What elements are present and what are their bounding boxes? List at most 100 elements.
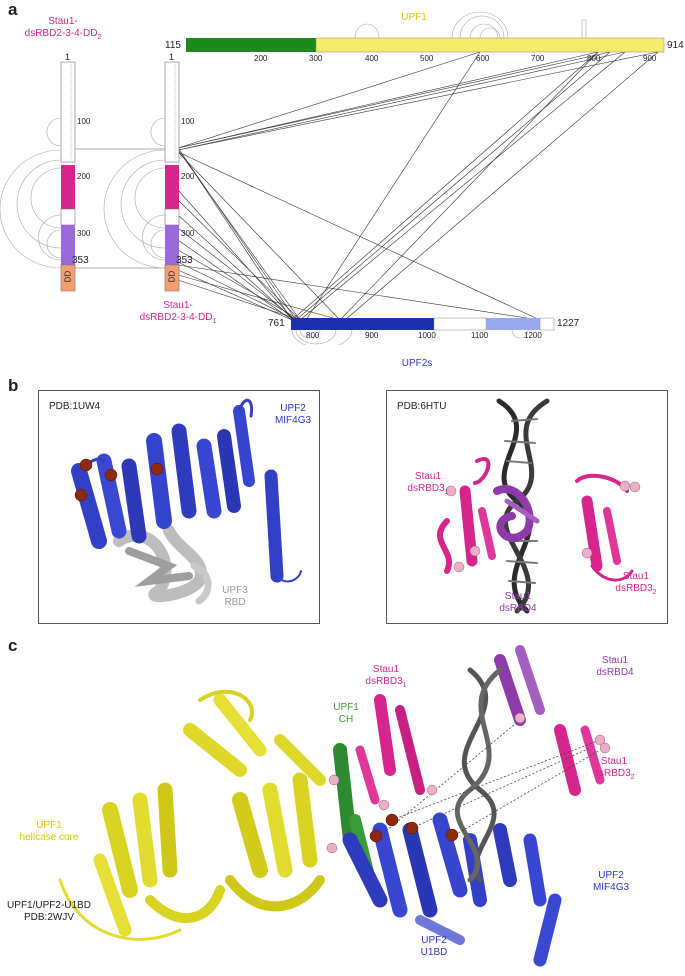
stau-top-label-text: dsRBD2-3-4-DD <box>24 28 98 39</box>
upf1-tick: 900 <box>643 54 657 63</box>
panel-c-structure <box>58 645 611 967</box>
crosslink-bead <box>369 829 383 843</box>
upf2-bar-light <box>486 318 540 330</box>
stau-left-tick: 100 <box>77 117 91 126</box>
pdb-6htu-box: PDB:6HTU <box>386 390 668 624</box>
upf2-end: 1227 <box>557 318 580 329</box>
crosslink-bead <box>599 742 611 754</box>
crosslink-bead <box>79 458 93 472</box>
crosslink-lines <box>177 51 659 321</box>
upf2-u1bd-line1: UPF2 <box>421 935 447 946</box>
complex-pdb-line1: UPF1/UPF2-U1BD <box>7 900 91 911</box>
stau-top-label-sub: 2 <box>97 34 102 41</box>
panel-b-letter: b <box>8 376 19 395</box>
stau-d31-c-text: dsRBD3 <box>365 676 403 687</box>
upf1-ticks: 200 300 400 500 600 700 800 900 <box>0 54 685 66</box>
upf3-rbd-line2: RBD <box>224 597 246 608</box>
upf1-start: 115 <box>165 40 181 51</box>
crosslink-bead <box>514 712 526 724</box>
stau-d32-b-line1: Stau1 <box>622 571 650 582</box>
stau-bottom-label-text: dsRBD2-3-4-DD <box>139 312 213 323</box>
stau-d32-b-line2: dsRBD32 <box>609 583 663 599</box>
upf1-tick: 700 <box>531 54 545 63</box>
upf1-bar-green <box>186 38 316 52</box>
dd-left-label: DD <box>63 270 73 283</box>
upf2-u1bd-line2: U1BD <box>420 947 448 958</box>
crosslink-bead <box>469 545 481 557</box>
stau-d32-c-text: dsRBD3 <box>593 768 631 779</box>
panel-c-letter: c <box>8 636 18 655</box>
stau-right-tick: 300 <box>181 229 195 238</box>
stau-left-tick: 200 <box>77 172 91 181</box>
stau-d32-b-sub: 2 <box>652 589 657 596</box>
crosslink-bead <box>150 462 164 476</box>
crosslink-bead <box>594 734 606 746</box>
stau-track-left <box>60 61 76 292</box>
stau-top-label-line2: dsRBD2-3-4-DD2 <box>8 28 118 44</box>
stau-d31-label-b: Stau1 dsRBD31 <box>401 471 455 499</box>
stau-d31-c-sub: 1 <box>402 682 407 689</box>
panel-a-letter: a <box>8 0 18 19</box>
stau-bottom-label-sub: 1 <box>212 318 217 325</box>
crosslink-bead <box>453 561 465 573</box>
stau-track-right <box>164 61 180 292</box>
stau-top-label-line1: Stau1- <box>48 16 78 27</box>
pdb-1uw4-box: PDB:1UW4 UPF2 MI <box>38 390 320 624</box>
crosslink-bead <box>445 485 457 497</box>
upf1-end: 914 <box>667 40 684 51</box>
pdb-1uw4-label: PDB:1UW4 <box>49 401 101 412</box>
stau-bottom-label-line2: dsRBD2-3-4-DD1 <box>118 312 238 328</box>
helicase-core-line2: helicase core <box>19 832 79 843</box>
stau-right-start: 1 <box>169 52 175 62</box>
dd-right-label: DD <box>167 270 177 283</box>
crosslink-bead <box>378 799 390 811</box>
upf2-tick: 800 <box>306 331 320 340</box>
stau-d4-c-line1: Stau1 <box>601 655 629 666</box>
stau-left-end: 353 <box>72 255 89 266</box>
upf2-tick: 900 <box>365 331 379 340</box>
stau-d4-label-b: Stau1 dsRBD4 <box>493 591 543 615</box>
stau-d4-c-line2: dsRBD4 <box>596 667 634 678</box>
crosslink-bead <box>619 480 631 492</box>
stau-d32-label-b: Stau1 dsRBD32 <box>609 571 663 599</box>
upf2-mif4g3-label-c: UPF2 MIF4G3 <box>586 870 636 894</box>
pdb-6htu-label: PDB:6HTU <box>397 401 447 412</box>
stau-left-tick: 300 <box>77 229 91 238</box>
complex-pdb-label: UPF1/UPF2-U1BD PDB:2WJV <box>2 900 96 924</box>
crosslink-bead <box>629 481 641 493</box>
stau-d32-c-sub: 2 <box>630 774 635 781</box>
upf1-ch-line1: UPF1 <box>333 702 359 713</box>
upf3-rbd-label: UPF3 RBD <box>215 585 255 609</box>
upf1-ch-line2: CH <box>338 714 354 725</box>
crosslink-bead <box>385 813 399 827</box>
upf2-tick: 1000 <box>418 331 436 340</box>
upf1-tick: 200 <box>254 54 268 63</box>
upf2-start: 761 <box>268 318 285 329</box>
helicase-core-label: UPF1 helicase core <box>6 820 92 844</box>
upf2-u1bd-label: UPF2 U1BD <box>414 935 454 959</box>
upf3-rbd-line1: UPF3 <box>222 585 248 596</box>
crosslink-bead <box>104 468 118 482</box>
stau-d4-label-c: Stau1 dsRBD4 <box>590 655 640 679</box>
stau-left-start: 1 <box>65 52 71 62</box>
crosslink-bead <box>426 784 438 796</box>
upf2-upf3-structure <box>71 398 302 605</box>
crosslink-bead <box>405 821 419 835</box>
stau-d31-b-text: dsRBD3 <box>407 483 445 494</box>
crosslink-bead <box>445 828 459 842</box>
upf2-bar-gap <box>433 317 487 331</box>
stau-bottom-label-line1: Stau1- <box>163 300 193 311</box>
stau-d4-b-line2: dsRBD4 <box>499 603 537 614</box>
stau-top-label: Stau1- dsRBD2-3-4-DD2 <box>8 16 118 44</box>
upf1-label: UPF1 <box>401 12 427 23</box>
upf2-mif4g3-b-line2: MIF4G3 <box>274 415 312 426</box>
upf2-mif4g3-b-line1: UPF2 <box>280 403 306 414</box>
upf2-bar-dark <box>291 318 434 330</box>
upf2s-label: UPF2s <box>401 358 433 369</box>
upf1-tick: 300 <box>309 54 323 63</box>
stau-d32-c-line2: dsRBD32 <box>586 768 642 784</box>
upf1-tick: 600 <box>476 54 490 63</box>
stau-d31-label-c: Stau1 dsRBD31 <box>358 664 414 692</box>
upf1-bar-yellow <box>315 37 665 53</box>
stau-d31-b-sub: 1 <box>444 489 449 496</box>
